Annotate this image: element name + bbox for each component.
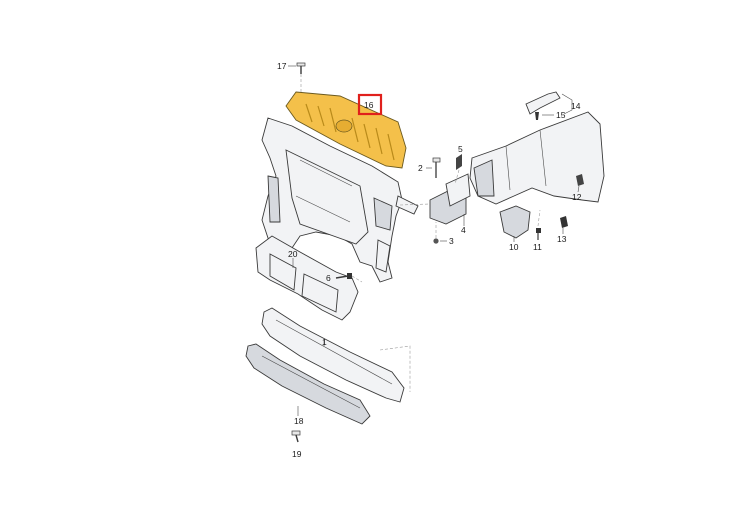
label-17[interactable]: 17 — [277, 61, 287, 71]
label-10[interactable]: 10 — [509, 242, 519, 252]
label-11[interactable]: 11 — [533, 242, 542, 252]
label-14[interactable]: 14 — [571, 101, 581, 111]
part-11-screw[interactable] — [536, 209, 541, 240]
part-13-screw[interactable] — [560, 216, 568, 234]
part-12-clip[interactable] — [576, 174, 584, 193]
label-6[interactable]: 6 — [326, 273, 331, 283]
label-20[interactable]: 20 — [288, 249, 298, 259]
part-3-nut[interactable] — [433, 222, 447, 244]
part-17-screw[interactable] — [288, 62, 306, 92]
label-12[interactable]: 12 — [572, 192, 582, 202]
part-16-shield[interactable] — [285, 91, 407, 169]
part-5-clip[interactable] — [454, 154, 462, 185]
part-19-bolt[interactable] — [291, 430, 301, 443]
part-6-screw[interactable] — [335, 273, 363, 283]
label-15[interactable]: 15 — [556, 110, 566, 120]
label-3[interactable]: 3 — [449, 236, 454, 246]
part-2-bolt[interactable] — [426, 157, 441, 178]
part-1-reinforcement[interactable] — [261, 307, 411, 403]
part-10-bracket[interactable] — [499, 205, 531, 242]
part-14-bracket[interactable] — [525, 91, 573, 115]
part-15-screw[interactable] — [535, 112, 554, 120]
lock-carrier-frame — [261, 117, 419, 283]
part-18-absorber[interactable] — [245, 343, 371, 425]
label-2[interactable]: 2 — [418, 163, 423, 173]
label-16[interactable]: 16 — [364, 100, 374, 110]
part-4-crash-box[interactable] — [399, 173, 471, 226]
label-4[interactable]: 4 — [461, 225, 466, 235]
label-1[interactable]: 1 — [322, 337, 327, 347]
part-20-carrier[interactable] — [255, 235, 359, 321]
label-13[interactable]: 13 — [557, 234, 567, 244]
part-16-highlight-box — [357, 93, 383, 116]
longitudinal-member — [469, 111, 605, 205]
label-18[interactable]: 18 — [294, 416, 304, 426]
label-19[interactable]: 19 — [292, 449, 302, 459]
label-5[interactable]: 5 — [458, 144, 463, 154]
